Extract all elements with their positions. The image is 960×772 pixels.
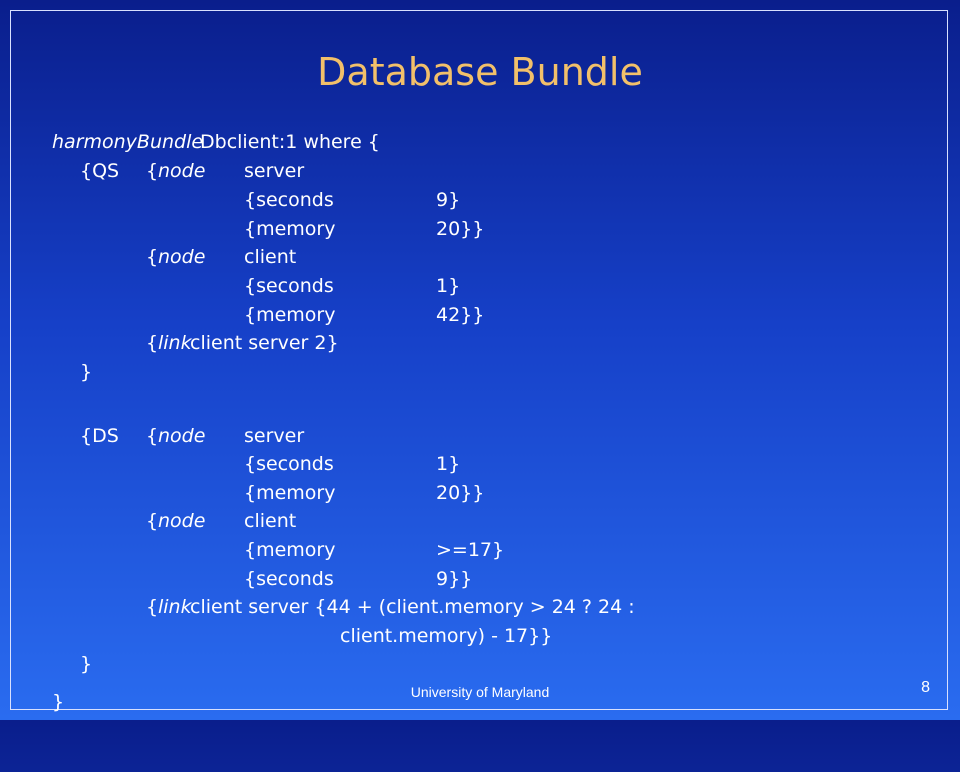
code-text: {seconds — [244, 189, 334, 211]
keyword: node — [158, 160, 206, 182]
keyword: link — [158, 332, 192, 354]
code-line: { node client — [0, 507, 940, 535]
code-text: client server 2} — [190, 332, 339, 354]
keyword: harmonyBundle — [52, 131, 204, 153]
code-text: { — [146, 332, 159, 354]
code-text: 9}} — [436, 568, 473, 590]
code-text: { — [146, 246, 159, 268]
code-text: Dbclient:1 where { — [200, 131, 380, 153]
code-line: } — [0, 358, 940, 386]
code-text: 9} — [436, 189, 461, 211]
code-text: server — [244, 160, 305, 182]
code-text: >=17} — [436, 539, 505, 561]
slide-frame — [10, 10, 948, 710]
keyword: node — [158, 425, 206, 447]
footer-text: University of Maryland — [410, 684, 550, 700]
code-text: server — [244, 425, 305, 447]
code-text: 1} — [436, 453, 461, 475]
code-text: 20}} — [436, 482, 485, 504]
code-line: } — [0, 688, 940, 716]
code-text: { — [146, 425, 159, 447]
code-text: {seconds — [244, 568, 334, 590]
code-text: {seconds — [244, 275, 334, 297]
keyword: node — [158, 510, 206, 532]
code-line: {seconds 1} — [0, 272, 940, 300]
code-line: {DS { node server — [0, 422, 940, 450]
code-line: {seconds 9} — [0, 186, 940, 214]
code-text: } — [80, 361, 93, 383]
code-line: {QS { node server — [0, 157, 940, 185]
code-line: {seconds 1} — [0, 450, 940, 478]
code-text: client — [244, 510, 297, 532]
code-line: {seconds 9}} — [0, 565, 940, 593]
code-text: 20}} — [436, 218, 485, 240]
code-text: } — [80, 653, 93, 675]
page-number: 8 — [921, 679, 930, 696]
code-line: { node client — [0, 243, 940, 271]
code-text: {seconds — [244, 453, 334, 475]
code-text: 42}} — [436, 304, 485, 326]
code-text: 1} — [436, 275, 461, 297]
code-text: { — [146, 510, 159, 532]
code-line: { link client server {44 + (client.memor… — [0, 593, 940, 621]
code-text: {QS — [80, 160, 120, 182]
code-line: {memory >=17} — [0, 536, 940, 564]
code-text: {DS — [80, 425, 119, 447]
code-text: { — [146, 596, 159, 618]
code-text: {memory — [244, 482, 336, 504]
code-text: { — [146, 160, 159, 182]
code-line: } — [0, 650, 940, 678]
code-line: {memory 20}} — [0, 479, 940, 507]
code-text: client server {44 + (client.memory > 24 … — [190, 596, 635, 618]
code-line: {memory 20}} — [0, 215, 940, 243]
code-text: client — [244, 246, 297, 268]
keyword: node — [158, 246, 206, 268]
keyword: link — [158, 596, 192, 618]
code-line: { link client server 2} — [0, 329, 940, 357]
slide-title: Database Bundle — [317, 50, 643, 94]
code-line: {memory 42}} — [0, 301, 940, 329]
code-line: harmonyBundle Dbclient:1 where { — [0, 128, 940, 156]
code-text: {memory — [244, 304, 336, 326]
code-text: } — [52, 691, 65, 713]
code-block: harmonyBundle Dbclient:1 where { {QS { n… — [0, 0, 960, 720]
code-line: client.memory) - 17}} — [0, 622, 940, 650]
code-text: {memory — [244, 539, 336, 561]
code-text: client.memory) - 17}} — [340, 625, 553, 647]
code-text: {memory — [244, 218, 336, 240]
